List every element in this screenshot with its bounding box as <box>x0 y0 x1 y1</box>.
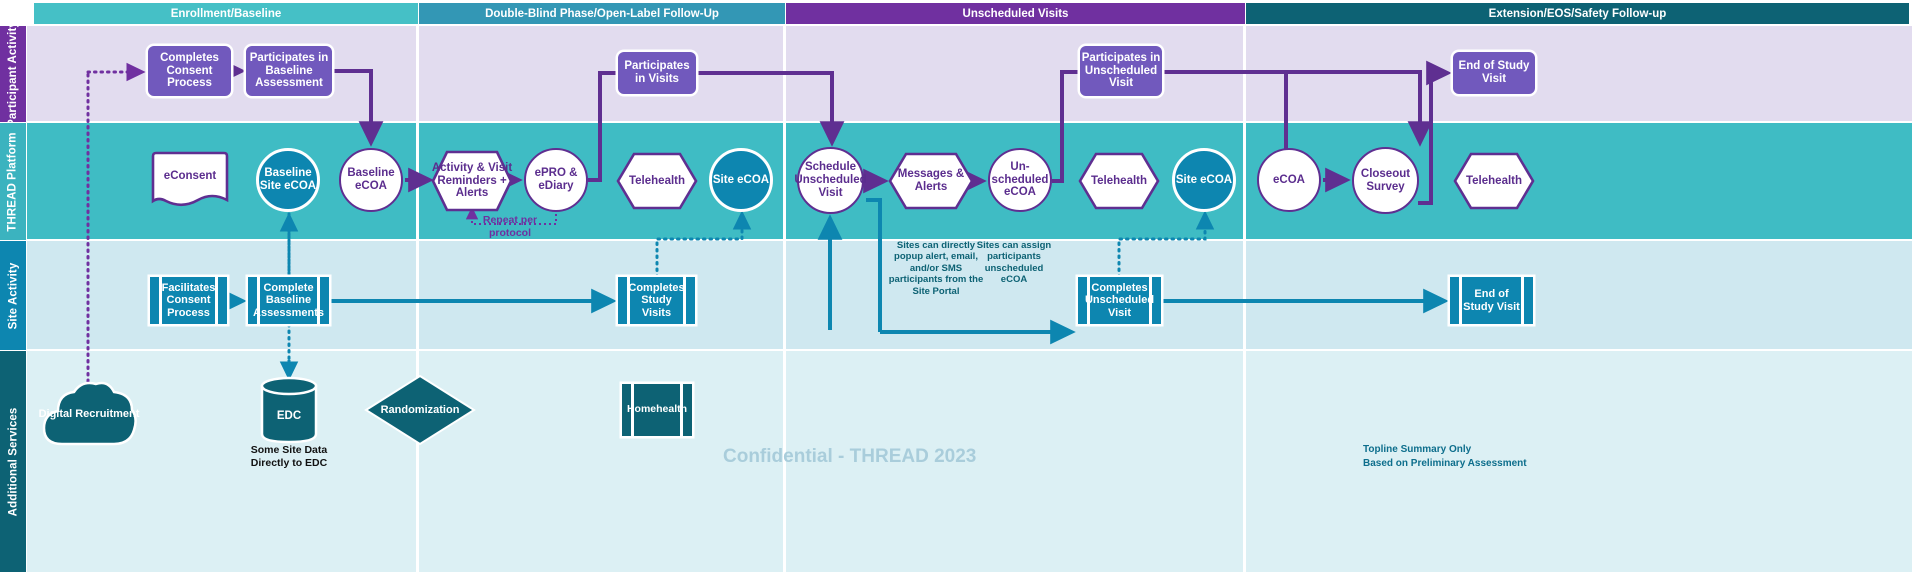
node-label: eConsent <box>163 170 217 182</box>
node-label: Completes Consent Process <box>160 51 219 90</box>
node-end-of-study-visit-participant[interactable]: End of Study Visit <box>1453 52 1535 94</box>
node-telehealth-extension[interactable]: Telehealth <box>1453 152 1535 210</box>
node-completes-study-visits[interactable]: Completes Study Visits <box>618 277 695 324</box>
node-label: ePRO & eDiary <box>534 167 578 192</box>
lane-divider-2 <box>27 239 1912 241</box>
node-label: Schedule Unscheduled Visit <box>794 161 867 199</box>
node-randomization[interactable]: Randomization <box>364 374 476 446</box>
lane-label-site-activity: Site Activity <box>0 241 26 350</box>
caption-edc: Some Site Data Directly to EDC <box>250 444 328 470</box>
footer-confidential: Confidential - THREAD 2023 <box>723 446 977 467</box>
node-label: Completes Study Visits <box>628 281 685 319</box>
node-label: Facilitates Consent Process <box>161 281 216 319</box>
node-closeout-survey[interactable]: Closeout Survey <box>1352 147 1419 214</box>
annotation-repeat-per-protocol: Repeat per protocol <box>482 214 538 239</box>
node-label: Telehealth <box>628 174 686 187</box>
footer-topline-line2: Based on Preliminary Assessment <box>1363 457 1527 469</box>
node-site-ecoa-double-blind[interactable]: Site eCOA <box>709 148 773 212</box>
phase-header-double-blind: Double-Blind Phase/Open-Label Follow-Up <box>419 3 785 24</box>
node-complete-baseline-assessments[interactable]: Complete Baseline Assessments <box>248 277 329 324</box>
node-econsent[interactable]: eConsent <box>150 150 230 212</box>
node-label: Telehealth <box>1465 174 1523 187</box>
node-label: Baseline eCOA <box>347 167 395 192</box>
node-label: Closeout Survey <box>1360 167 1411 193</box>
node-participates-in-baseline-assessment[interactable]: Participates in Baseline Assessment <box>246 46 332 96</box>
node-telehealth-double-blind[interactable]: Telehealth <box>616 152 698 210</box>
lane-divider-3 <box>27 349 1912 351</box>
phase-separator-3 <box>1243 26 1246 572</box>
node-label: Site eCOA <box>1175 173 1233 186</box>
node-site-ecoa-unscheduled[interactable]: Site eCOA <box>1172 148 1236 212</box>
node-baseline-site-ecoa[interactable]: Baseline Site eCOA <box>256 148 320 212</box>
node-edc[interactable]: EDC <box>258 376 320 444</box>
phase-label: Extension/EOS/Safety Follow-up <box>1488 7 1667 20</box>
node-label: Participates in Visits <box>624 60 690 85</box>
node-completes-unscheduled-visit[interactable]: Completes Unscheduled Visit <box>1078 277 1161 324</box>
node-end-of-study-visit-site[interactable]: End of Study Visit <box>1450 277 1533 324</box>
node-label: Activity & Visit Reminders + Alerts <box>431 161 513 200</box>
phase-separator-2 <box>783 26 786 572</box>
lane-divider-1 <box>27 121 1912 123</box>
node-label: Un-scheduled eCOA <box>991 160 1049 199</box>
node-messages-alerts[interactable]: Messages & Alerts <box>888 152 974 210</box>
annotation-site-portal-note: Sites can directly popup alert, email, a… <box>888 240 984 297</box>
node-label: Site eCOA <box>712 173 770 186</box>
node-digital-recruitment[interactable]: Digital Recruitment <box>36 378 142 450</box>
node-facilitates-consent-process[interactable]: Facilitates Consent Process <box>150 277 227 324</box>
phase-header-extension-eos: Extension/EOS/Safety Follow-up <box>1246 3 1909 24</box>
node-label: Messages & Alerts <box>897 168 965 193</box>
lane-label-thread-platform: THREAD Platform <box>0 123 26 240</box>
node-label: Digital Recruitment <box>38 407 140 420</box>
footer-topline: Topline Summary Only Based on Preliminar… <box>1363 443 1527 470</box>
node-homehealth[interactable]: Homehealth <box>622 384 692 436</box>
node-participates-in-unscheduled-visit[interactable]: Participates in Unscheduled Visit <box>1080 46 1162 96</box>
footer-topline-line1: Topline Summary Only <box>1363 444 1472 455</box>
node-ecoa-extension[interactable]: eCOA <box>1257 148 1321 212</box>
node-label: eCOA <box>1273 173 1305 186</box>
lane-label-participant-activity: Participant Activity <box>0 21 26 127</box>
node-label: EDC <box>276 409 302 422</box>
node-label: Participates in Baseline Assessment <box>249 51 329 90</box>
phase-label: Double-Blind Phase/Open-Label Follow-Up <box>485 7 719 20</box>
node-label: Randomization <box>380 403 460 416</box>
node-label: End of Study Visit <box>1458 60 1530 85</box>
phase-label: Unscheduled Visits <box>962 7 1069 20</box>
node-label: Complete Baseline Assessments <box>253 281 324 319</box>
phase-separator-1 <box>416 26 419 572</box>
node-activity-visit-reminders-alerts[interactable]: Activity & Visit Reminders + Alerts <box>431 150 513 212</box>
node-label: Telehealth <box>1090 174 1148 187</box>
node-epro-ediary[interactable]: ePRO & eDiary <box>524 148 588 212</box>
node-label: Baseline Site eCOA <box>259 167 317 192</box>
node-participates-in-visits[interactable]: Participates in Visits <box>618 52 696 94</box>
node-label: End of Study Visit <box>1463 287 1520 313</box>
lane-body-additional-services <box>27 351 1912 572</box>
node-label: Participates in Unscheduled Visit <box>1081 51 1161 90</box>
node-baseline-ecoa[interactable]: Baseline eCOA <box>339 148 403 212</box>
node-unscheduled-ecoa[interactable]: Un-scheduled eCOA <box>988 148 1052 212</box>
node-schedule-unscheduled-visit[interactable]: Schedule Unscheduled Visit <box>794 147 867 214</box>
phase-header-enrollment-baseline: Enrollment/Baseline <box>34 3 418 24</box>
annotation-assign-unscheduled-ecoa-note: Sites can assign participants unschedule… <box>976 240 1052 286</box>
phase-header-unscheduled-visits: Unscheduled Visits <box>786 3 1245 24</box>
node-label: Homehealth <box>626 403 688 416</box>
lane-label-additional-services: Additional Services <box>0 351 26 572</box>
node-telehealth-unscheduled[interactable]: Telehealth <box>1078 152 1160 210</box>
node-completes-consent-process[interactable]: Completes Consent Process <box>148 46 231 96</box>
node-label: Completes Unscheduled Visit <box>1084 281 1155 319</box>
phase-label: Enrollment/Baseline <box>170 7 282 20</box>
